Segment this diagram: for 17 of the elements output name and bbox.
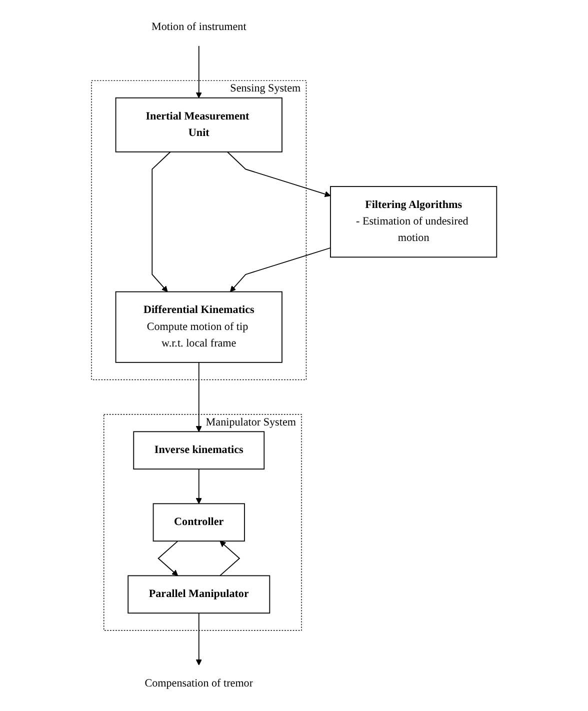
node-box: Filtering Algorithms - Estimation of undesired motion xyxy=(330,186,497,258)
node-box: Controller xyxy=(152,503,245,542)
arrow xyxy=(152,151,171,292)
node-text: Compensation of tremor xyxy=(144,678,253,690)
node-box: Differential Kinematics Compute motion of tip w.r.t. local frame xyxy=(115,291,282,363)
arrow xyxy=(230,247,331,292)
arrow xyxy=(219,540,240,576)
arrow xyxy=(226,151,331,198)
arrow xyxy=(158,540,178,576)
node-box: Inverse kinematics xyxy=(133,431,264,470)
node-box: Parallel Manipulator xyxy=(128,575,270,614)
arrow xyxy=(196,468,202,504)
arrow xyxy=(196,46,202,98)
arrow xyxy=(196,362,202,432)
node-text: Motion of instrument xyxy=(151,21,246,33)
arrow xyxy=(196,612,202,666)
node-box: Inertial Measurement Unit xyxy=(115,97,282,152)
